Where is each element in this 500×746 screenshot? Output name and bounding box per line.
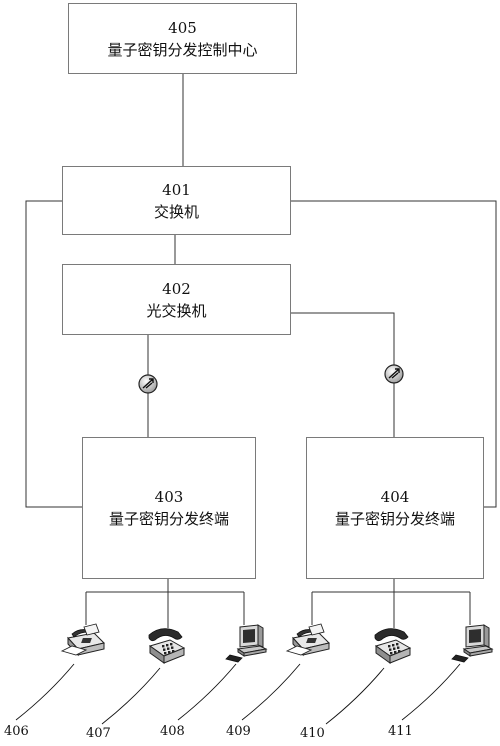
node-id: 401 [162,180,191,199]
node-id: 404 [380,488,410,506]
node-label: 交换机 [153,202,199,221]
ref-label-406: 406 [4,724,29,739]
node-label: 量子密钥分发控制中心 [107,40,258,59]
optical-coupler-icon [138,374,158,394]
node-402-optical-switch: 402 光交换机 [62,264,291,335]
node-id: 403 [154,488,184,506]
ref-label-408: 408 [160,724,185,739]
node-405-control-center: 405 量子密钥分发控制中心 [68,3,297,74]
ref-label-410: 410 [300,726,325,741]
node-label: 量子密钥分发终端 [334,510,455,528]
leader-line [177,663,237,721]
fax-icon [286,623,330,656]
telephone-icon [374,628,411,664]
node-label: 光交换机 [146,301,207,320]
node-404-qkd-terminal: 404 量子密钥分发终端 [306,437,484,579]
leader-line [101,667,161,725]
leader-line [241,663,301,721]
computer-icon [225,624,267,663]
node-403-qkd-terminal: 403 量子密钥分发终端 [82,437,256,579]
leader-line [401,663,461,721]
fax-icon [61,623,105,656]
node-label: 量子密钥分发终端 [108,510,229,528]
optical-coupler-icon [384,364,404,384]
computer-icon [451,624,493,663]
leader-line [325,667,385,725]
link-401-403 [25,200,82,508]
connection-lines [25,73,497,628]
link-402-404 [290,312,395,437]
telephone-icon [148,628,185,664]
leader-line [15,663,75,721]
link-401-404 [290,200,497,508]
node-id: 402 [162,279,191,298]
ref-label-409: 409 [226,724,251,739]
ref-label-411: 411 [388,724,413,739]
node-401-switch: 401 交换机 [62,166,291,235]
ref-label-407: 407 [86,726,111,741]
node-id: 405 [168,18,197,37]
